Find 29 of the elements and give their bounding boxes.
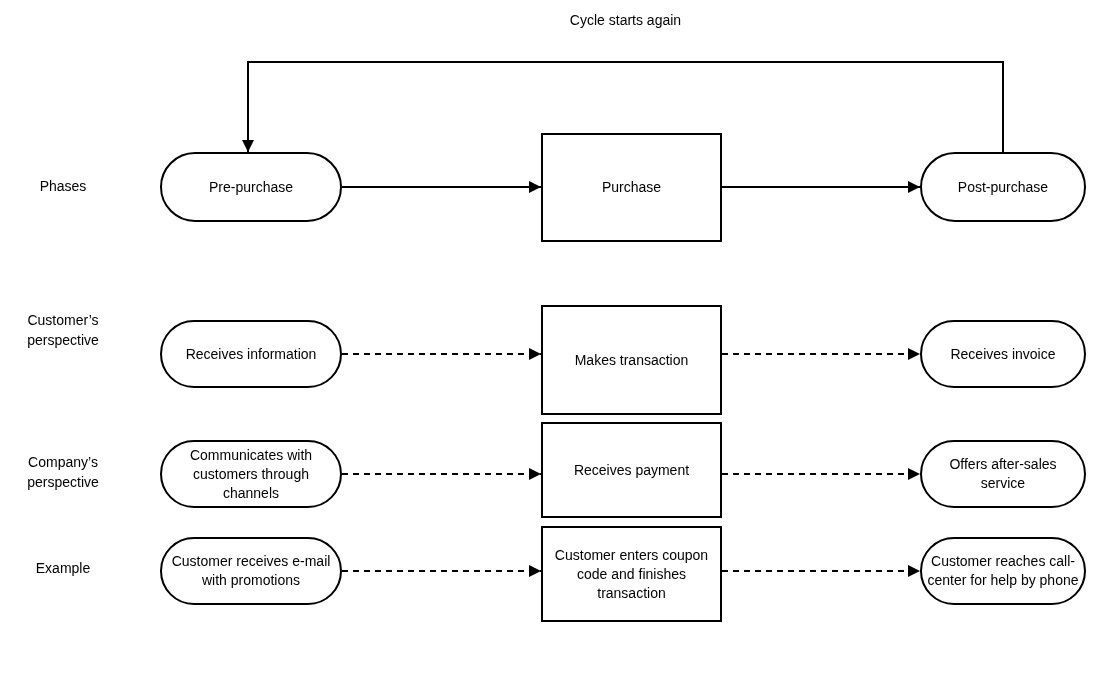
process-box [541,133,722,242]
arrow [721,468,921,480]
node-text: Pre-purchase [208,177,293,197]
arrow [242,61,1004,153]
node-text: Purchase [601,178,662,197]
arrow [341,348,542,360]
arrow [721,348,921,360]
node-text: Customer enters coupon code and finishes transaction [553,545,710,603]
arrow [341,468,542,480]
node-text: Receives information [185,344,317,364]
node-text: Communicates with customers through channels [188,445,314,503]
node-text: Offers after-sales service [948,455,1058,493]
arrow [341,565,542,577]
node-text: Customer reaches call-center for help by phone [926,552,1080,590]
node-text: Receives invoice [950,344,1056,364]
node-text: Post-purchase [957,177,1049,197]
row-label: Phases [38,177,88,196]
process-box [541,526,722,622]
process-box [541,305,722,415]
process-box [541,422,722,518]
row-label: Customer’s perspective [26,311,100,350]
arrow [341,181,542,193]
node-text: Makes transaction [574,350,689,370]
arrow [721,565,921,577]
row-label: Company’s perspective [26,453,100,492]
arrow [721,181,921,193]
node-text: Customer receives e-mail with promotions [170,552,332,590]
node-text: Receives payment [573,460,690,480]
row-label: Example [34,559,92,578]
